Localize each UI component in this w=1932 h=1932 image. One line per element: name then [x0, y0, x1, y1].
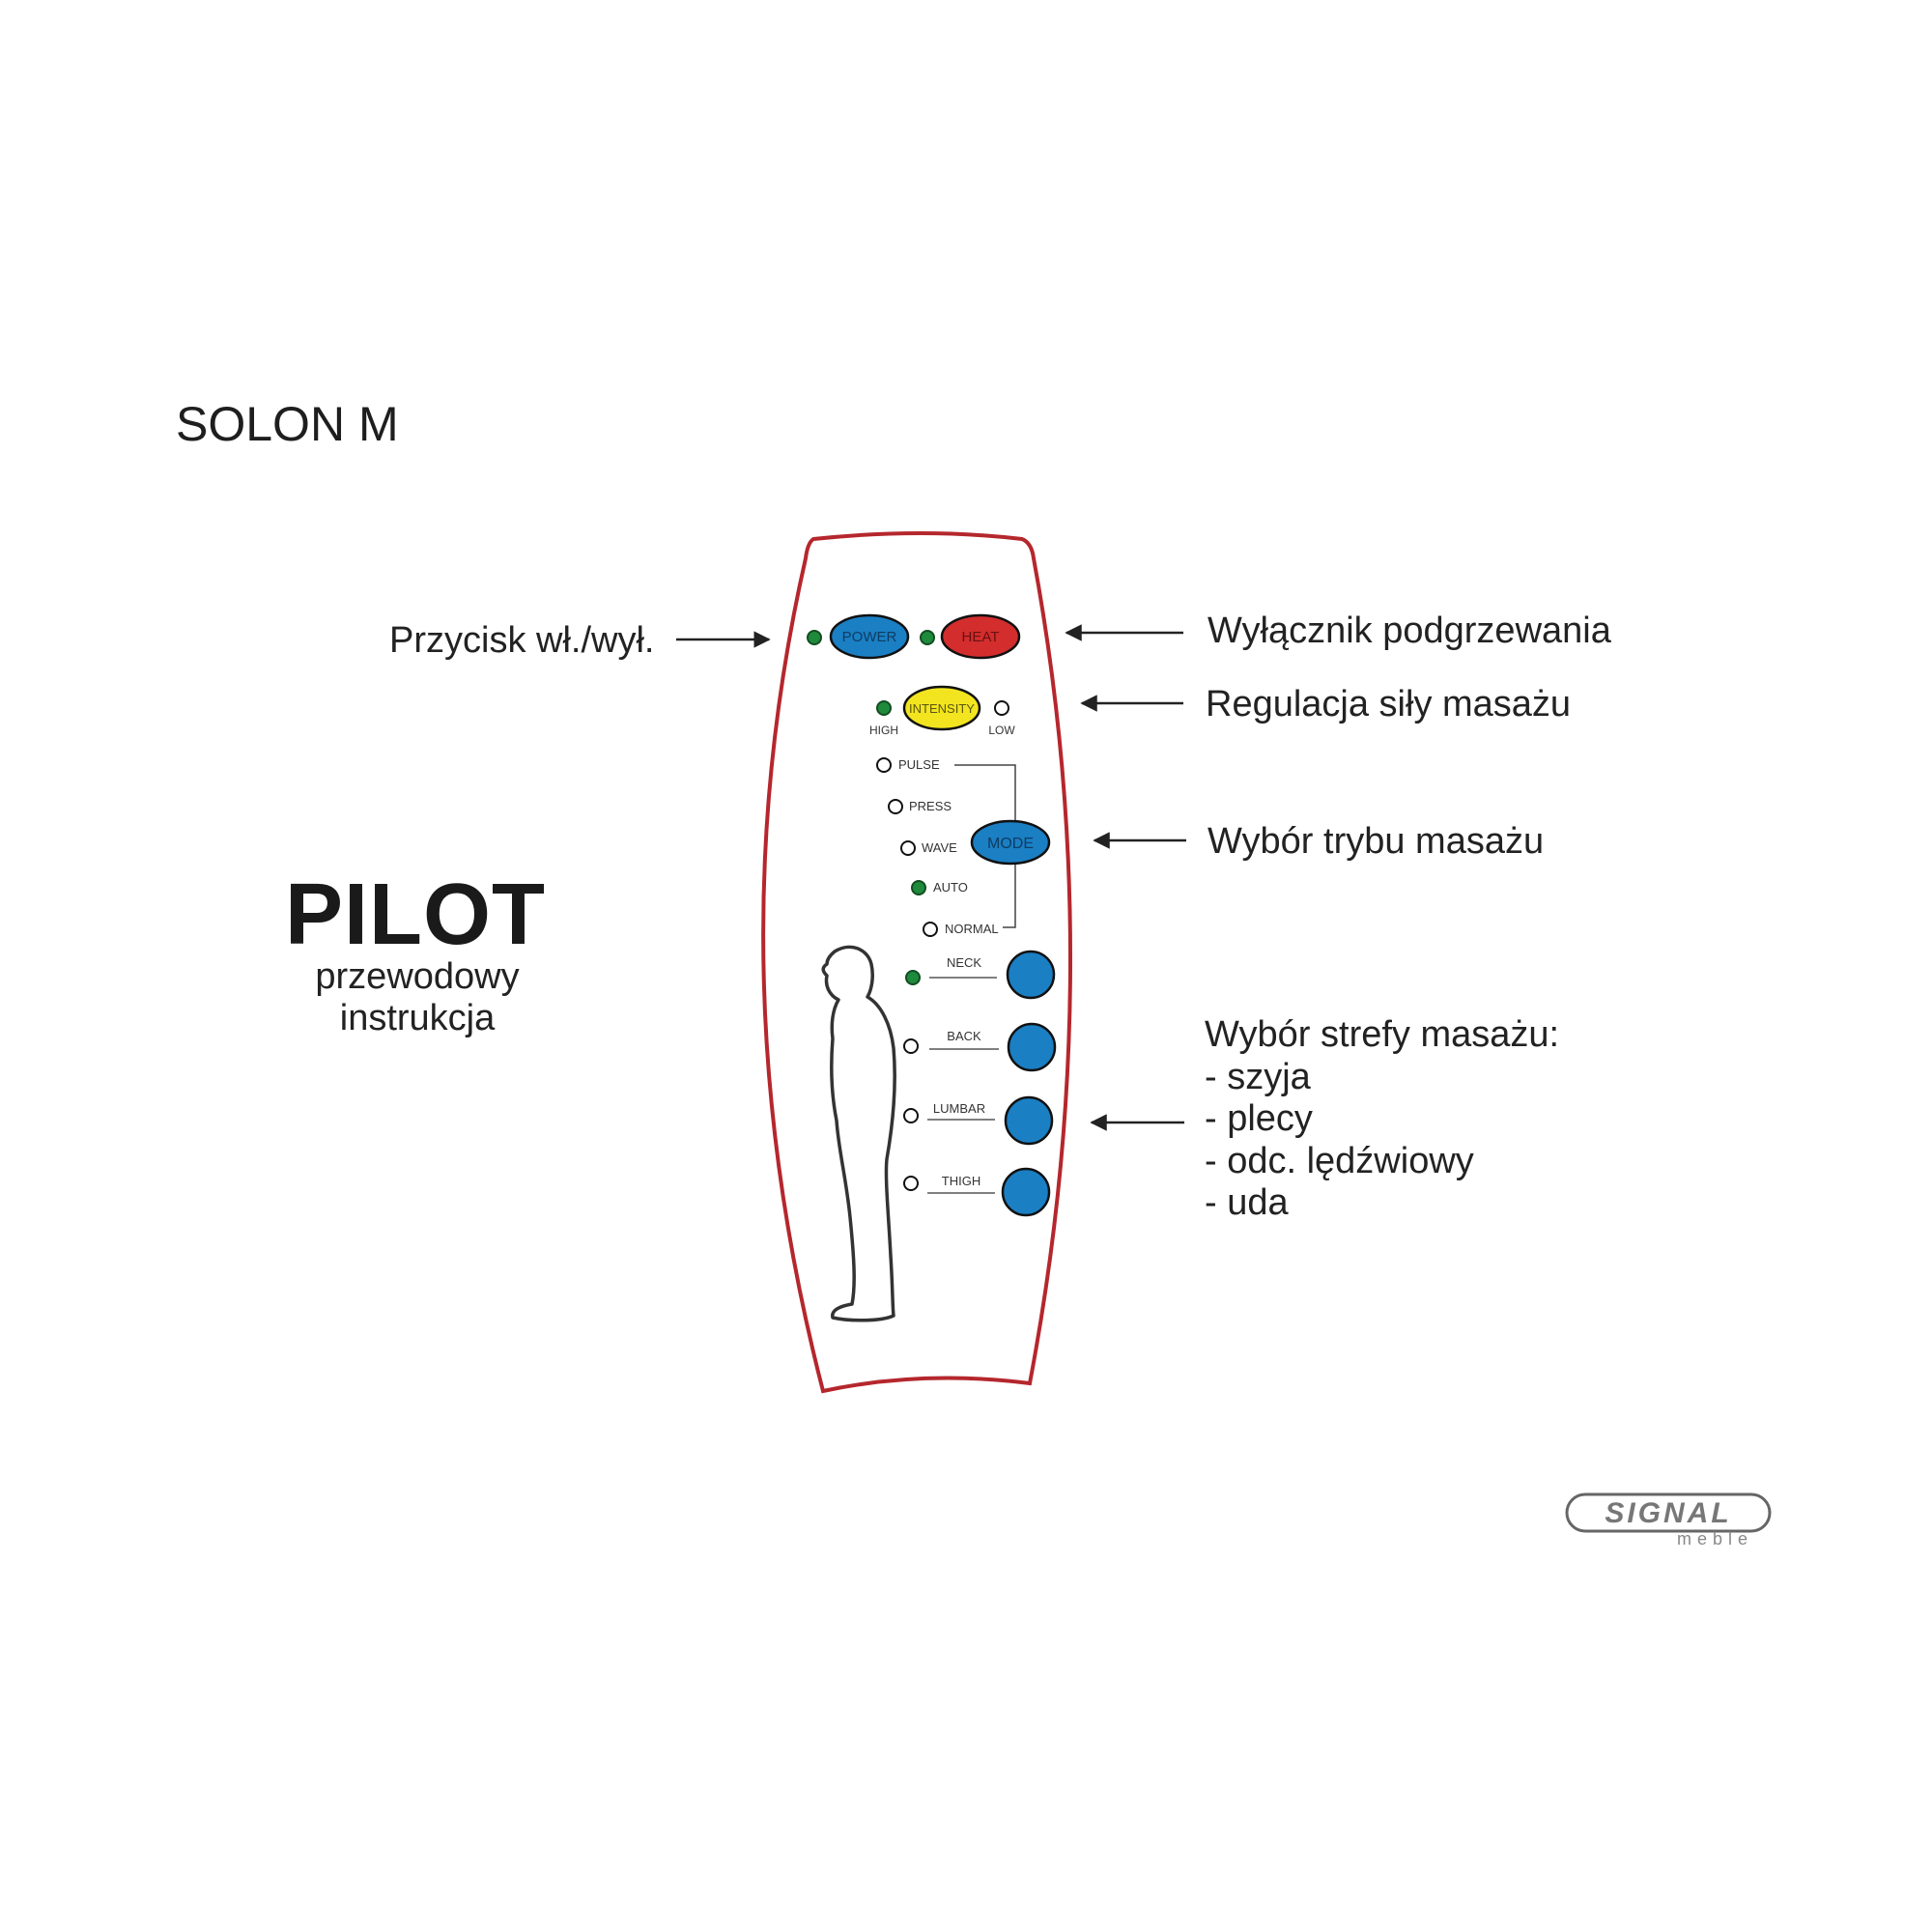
- human-figure-icon: [821, 945, 896, 1322]
- mode-button[interactable]: [970, 819, 1051, 866]
- pilot-title: PILOT: [285, 867, 546, 963]
- intensity-high-led: [876, 700, 892, 716]
- callout-zone-neck: - szyja: [1205, 1056, 1311, 1097]
- power-button[interactable]: [829, 613, 910, 660]
- mode-led-press: [888, 799, 903, 814]
- zone-led-back: [903, 1038, 919, 1054]
- mode-label-pulse: PULSE: [898, 757, 940, 772]
- mode-label-wave: WAVE: [922, 840, 957, 855]
- callout-zones: Wybór strefy masażu: - szyja - plecy - o…: [1205, 1014, 1559, 1225]
- zone-button-back[interactable]: [1007, 1022, 1057, 1072]
- zone-button-lumbar[interactable]: [1004, 1095, 1054, 1146]
- pilot-subtitle-line1: przewodowy: [315, 956, 520, 997]
- zone-button-thigh[interactable]: [1001, 1167, 1051, 1217]
- mode-button-label: MODE: [987, 836, 1034, 852]
- callout-zone-title: Wybór strefy masażu:: [1205, 1014, 1560, 1055]
- zone-led-thigh: [903, 1176, 919, 1191]
- signal-logo-frame: [1565, 1492, 1772, 1533]
- zone-label-thigh: THIGH: [942, 1174, 980, 1188]
- zone-label-back: BACK: [947, 1029, 981, 1043]
- callout-zone-lumbar: - odc. lędźwiowy: [1205, 1140, 1474, 1181]
- intensity-high-label: HIGH: [869, 724, 898, 737]
- intensity-button[interactable]: [902, 685, 981, 731]
- intensity-button-label: INTENSITY: [909, 701, 975, 716]
- product-heading: SOLON M: [176, 397, 399, 451]
- mode-led-normal: [923, 922, 938, 937]
- heat-button-label: HEAT: [962, 629, 1000, 645]
- callout-intensity: Regulacja siły masażu: [1206, 684, 1572, 724]
- zone-button-neck[interactable]: [1006, 950, 1056, 1000]
- signal-logo-brand: SIGNAL: [1605, 1497, 1731, 1529]
- signal-logo-tagline: meble: [1677, 1529, 1753, 1548]
- power-button-label: POWER: [842, 629, 897, 645]
- zone-label-neck: NECK: [947, 955, 981, 970]
- heat-led: [920, 630, 935, 645]
- heat-button[interactable]: [940, 613, 1021, 660]
- callout-power: Przycisk wł./wył.: [389, 620, 655, 661]
- signal-logo: SIGNAL meble: [1565, 1492, 1772, 1548]
- mode-label-auto: AUTO: [933, 880, 968, 895]
- intensity-low-label: LOW: [988, 724, 1015, 737]
- power-led: [807, 630, 822, 645]
- intensity-low-led: [994, 700, 1009, 716]
- remote-outline: [761, 531, 1072, 1394]
- mode-label-press: PRESS: [909, 799, 952, 813]
- callout-mode: Wybór trybu masażu: [1208, 821, 1545, 862]
- zone-led-lumbar: [903, 1108, 919, 1123]
- mode-label-normal: NORMAL: [945, 922, 999, 936]
- pilot-subtitle-line2: instrukcja: [339, 998, 496, 1038]
- zone-led-neck: [905, 970, 921, 985]
- zone-label-lumbar: LUMBAR: [933, 1101, 985, 1116]
- mode-led-wave: [900, 840, 916, 856]
- mode-led-pulse: [876, 757, 892, 773]
- callout-zone-thigh: - uda: [1205, 1182, 1289, 1223]
- mode-led-auto: [911, 880, 926, 895]
- callout-heat: Wyłącznik podgrzewania: [1208, 611, 1611, 651]
- callout-zone-back: - plecy: [1205, 1098, 1313, 1139]
